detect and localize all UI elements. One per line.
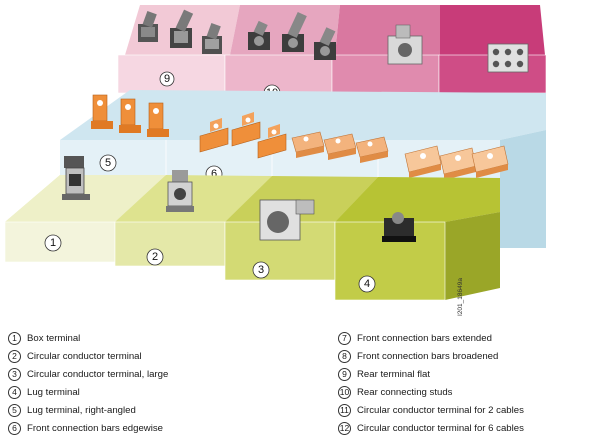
lug-terminal-icon xyxy=(382,212,416,242)
legend-number: 10 xyxy=(338,385,351,399)
legend-item: 3 Circular conductor terminal, large xyxy=(8,366,168,382)
legend-item: 2 Circular conductor terminal xyxy=(8,348,142,364)
tier-lower-side xyxy=(445,212,500,300)
legend-number: 12 xyxy=(338,421,351,435)
svg-text:9: 9 xyxy=(164,73,170,85)
legend-text: Front connection bars broadened xyxy=(357,350,499,362)
legend-number: 3 xyxy=(8,367,21,381)
legend-item: 6 Front connection bars edgewise xyxy=(8,420,163,436)
legend-text: Lug terminal xyxy=(27,386,80,398)
circular-conductor-terminal-icon xyxy=(166,170,194,212)
legend-item: 8 Front connection bars broadened xyxy=(338,348,498,364)
legend-item: 11 Circular conductor terminal for 2 cab… xyxy=(338,402,524,418)
legend-text: Circular conductor terminal for 6 cables xyxy=(357,422,524,434)
tier-top-segment-10-front xyxy=(224,54,333,94)
legend-number: 7 xyxy=(338,331,351,345)
legend-text: Circular conductor terminal for 2 cables xyxy=(357,404,524,416)
conductor-terminal-6-cables-icon xyxy=(487,43,529,73)
legend-item: 10 Rear connecting studs xyxy=(338,384,452,400)
svg-text:3: 3 xyxy=(258,264,264,276)
legend-text: Front connection bars edgewise xyxy=(27,422,163,434)
connection-bars-extended-icon xyxy=(291,131,389,163)
rear-terminal-flat-icon xyxy=(138,9,222,54)
connection-bars-edgewise-icon xyxy=(199,112,287,159)
legend-text: Circular conductor terminal xyxy=(27,350,142,362)
tier-middle-surface xyxy=(60,90,546,140)
legend-text: Box terminal xyxy=(27,332,81,344)
svg-text:4: 4 xyxy=(364,278,370,290)
tier-top-segment-11-front xyxy=(331,54,440,94)
tier-top-segment-11-surface xyxy=(335,5,440,55)
legend-number: 11 xyxy=(338,403,351,417)
tier-label-9: 9 xyxy=(159,71,175,87)
legend-text: Lug terminal, right-angled xyxy=(27,404,136,416)
legend-text: Rear terminal flat xyxy=(357,368,431,380)
tier-middle-side xyxy=(500,130,546,248)
svg-text:1: 1 xyxy=(50,237,56,249)
legend-item: 9 Rear terminal flat xyxy=(338,366,430,382)
connection-bars-broadened-icon xyxy=(404,145,509,180)
legend-number: 1 xyxy=(8,331,21,345)
tier-label-1: 1 xyxy=(44,234,62,252)
legend-number: 9 xyxy=(338,367,351,381)
tier-label-2: 2 xyxy=(146,248,164,266)
legend-item: 7 Front connection bars extended xyxy=(338,330,492,346)
legend-number: 4 xyxy=(8,385,21,399)
reference-code: I201_18649a xyxy=(457,278,464,316)
legend-number: 6 xyxy=(8,421,21,435)
legend-text: Rear connecting studs xyxy=(357,386,453,398)
tier-label-5: 5 xyxy=(99,154,117,172)
tier-label-3: 3 xyxy=(252,261,270,279)
legend-item: 1 Box terminal xyxy=(8,330,80,346)
legend-number: 2 xyxy=(8,349,21,363)
tier-lower: 1 2 3 4 xyxy=(4,156,500,301)
tier-top: 9 10 11 12 xyxy=(117,5,547,127)
circular-conductor-terminal-large-icon xyxy=(259,199,315,241)
svg-text:2: 2 xyxy=(152,251,158,263)
legend-item: 5 Lug terminal, right-angled xyxy=(8,402,136,418)
lug-terminal-right-angled-icon xyxy=(91,94,169,137)
legend-item: 12 Circular conductor terminal for 6 cab… xyxy=(338,420,524,436)
rear-connecting-studs-icon xyxy=(248,11,336,60)
legend-item: 4 Lug terminal xyxy=(8,384,80,400)
legend-text: Circular conductor terminal, large xyxy=(27,368,169,380)
legend-number: 8 xyxy=(338,349,351,363)
tier-lower-segment-2-front xyxy=(114,221,226,267)
legend-number: 5 xyxy=(8,403,21,417)
conductor-terminal-2-cables-icon xyxy=(387,24,423,65)
tier-label-4: 4 xyxy=(358,275,376,293)
tier-top-segment-12-surface xyxy=(440,5,545,55)
tier-middle: 5 6 7 8 xyxy=(60,90,546,248)
legend-text: Front connection bars extended xyxy=(357,332,492,344)
svg-text:6: 6 xyxy=(211,168,217,180)
svg-text:5: 5 xyxy=(105,157,111,169)
box-terminal-icon xyxy=(62,156,90,200)
